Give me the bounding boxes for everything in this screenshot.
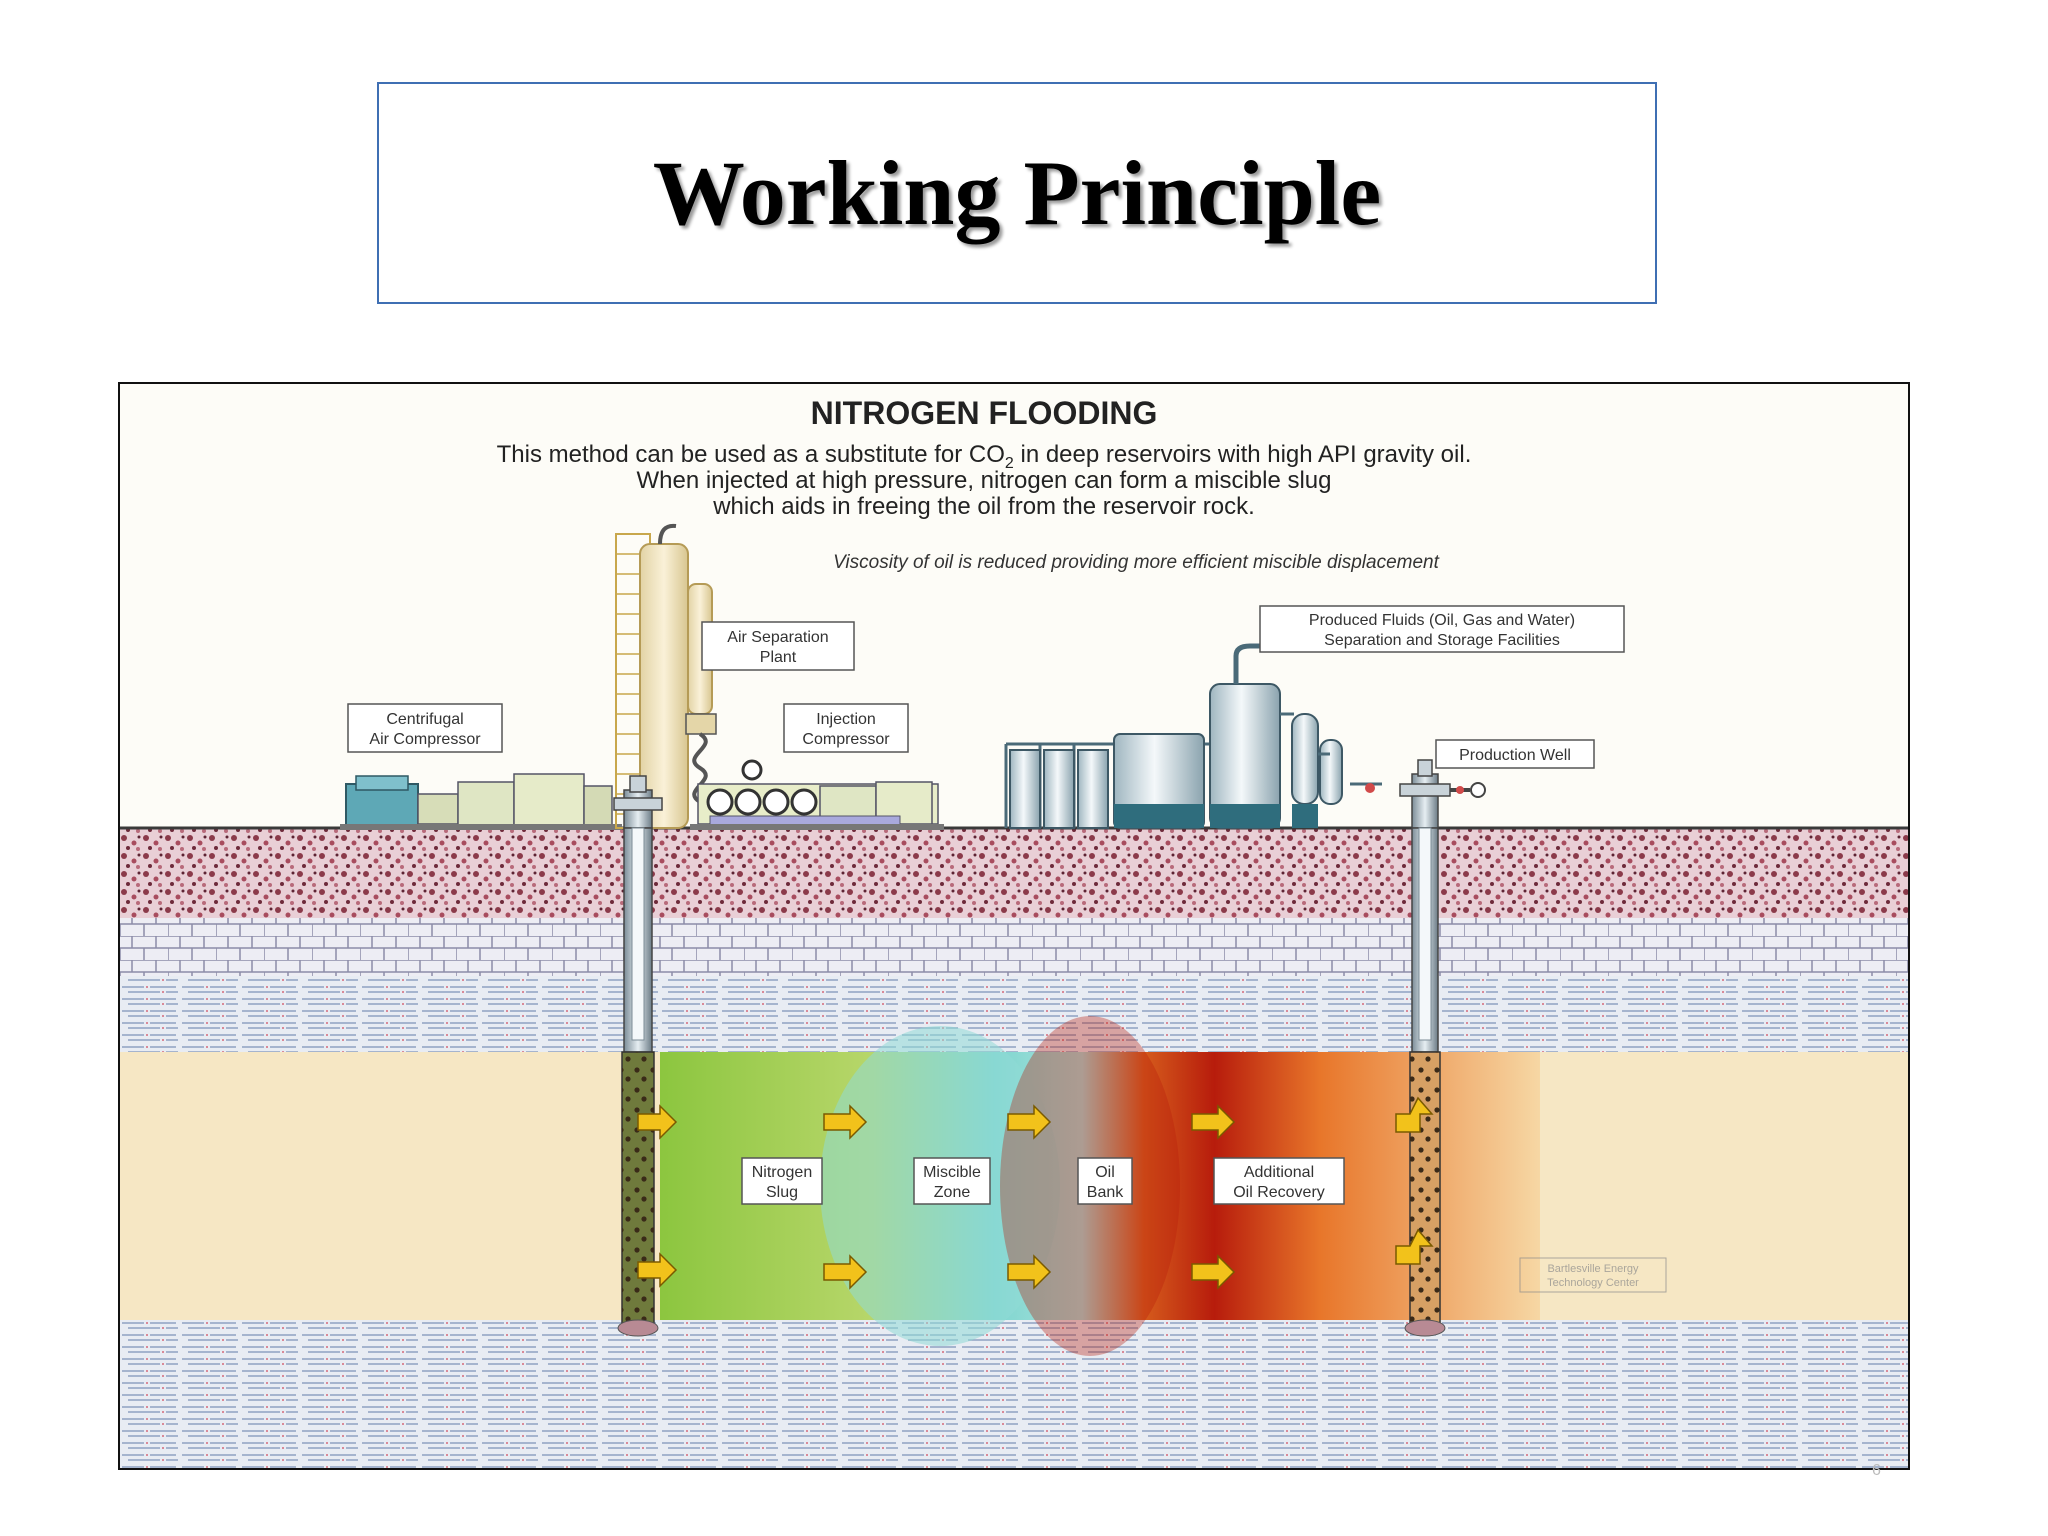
nitrogen-flooding-diagram: NITROGEN FLOODING This method can be use… [118, 382, 1910, 1470]
svg-text:Miscible: Miscible [923, 1164, 981, 1181]
svg-text:Additional: Additional [1244, 1164, 1314, 1181]
svg-text:Separation and Storage Facilit: Separation and Storage Facilities [1324, 632, 1560, 649]
flow-arrow [1395, 1096, 1434, 1133]
slide-title: Working Principle [652, 142, 1382, 244]
page-number: 6 [1872, 1462, 1881, 1479]
flow-arrow [1007, 1104, 1052, 1140]
description-line-2: When injected at high pressure, nitrogen… [636, 467, 1331, 494]
svg-text:Oil Recovery: Oil Recovery [1233, 1184, 1325, 1201]
description-line-1: This method can be used as a substitute … [497, 441, 1472, 472]
svg-text:Slug: Slug [766, 1184, 798, 1201]
svg-text:Bartlesville Energy: Bartlesville Energy [1547, 1263, 1639, 1275]
zone-label-nitrogen-slug: Nitrogen Slug [741, 1157, 823, 1205]
base-shale-layer [120, 1320, 1908, 1468]
production-wellbore [1404, 827, 1446, 1337]
svg-text:Production Well: Production Well [1459, 747, 1571, 764]
injection-compressor-label: Injection Compressor [783, 703, 909, 753]
credit-box: Bartlesville Energy Technology Center [1519, 1257, 1667, 1293]
flow-arrow [823, 1104, 868, 1140]
flow-arrow [637, 1252, 678, 1288]
svg-text:Produced Fluids (Oil, Gas and: Produced Fluids (Oil, Gas and Water) [1309, 612, 1575, 629]
flow-arrow [1395, 1228, 1434, 1265]
svg-text:Technology Center: Technology Center [1547, 1277, 1639, 1289]
svg-text:Plant: Plant [760, 649, 797, 666]
description-line-3: which aids in freeing the oil from the r… [712, 493, 1255, 520]
production-well-label: Production Well [1435, 739, 1595, 769]
svg-text:Compressor: Compressor [802, 731, 890, 748]
flow-arrow [823, 1254, 868, 1290]
flow-arrow [1191, 1254, 1236, 1290]
figure-heading: NITROGEN FLOODING [811, 395, 1158, 431]
flow-arrows [637, 1096, 1434, 1290]
injection-compressor [690, 759, 944, 830]
centrifugal-air-compressor [340, 773, 622, 830]
zone-label-oil-bank: Oil Bank [1077, 1157, 1133, 1205]
viscosity-note: Viscosity of oil is reduced providing mo… [833, 552, 1440, 573]
zone-label-miscible-zone: Miscible Zone [913, 1157, 991, 1205]
zone-label-additional-recovery: Additional Oil Recovery [1213, 1157, 1345, 1205]
flow-arrow [1191, 1104, 1236, 1140]
svg-text:Bank: Bank [1087, 1184, 1124, 1201]
svg-text:Nitrogen: Nitrogen [752, 1164, 812, 1181]
caprock-shale-layer [120, 976, 1908, 1052]
limestone-layer [120, 918, 1908, 976]
facilities-label: Produced Fluids (Oil, Gas and Water) Sep… [1259, 605, 1625, 653]
svg-text:Air Compressor: Air Compressor [369, 731, 481, 748]
svg-text:Oil: Oil [1095, 1164, 1115, 1181]
injection-wellhead [613, 775, 663, 829]
flow-arrow [1007, 1254, 1052, 1290]
injection-wellbore [617, 827, 659, 1337]
svg-text:Air Separation: Air Separation [727, 629, 828, 646]
svg-text:Injection: Injection [816, 711, 876, 728]
compressor-label: Centrifugal Air Compressor [347, 703, 503, 753]
topsoil-layer [120, 828, 1908, 918]
flow-arrow [637, 1104, 678, 1140]
svg-text:Zone: Zone [934, 1184, 971, 1201]
svg-text:Centrifugal: Centrifugal [386, 711, 463, 728]
air-separation-label: Air Separation Plant [701, 621, 855, 671]
title-box: Working Principle [377, 82, 1657, 304]
